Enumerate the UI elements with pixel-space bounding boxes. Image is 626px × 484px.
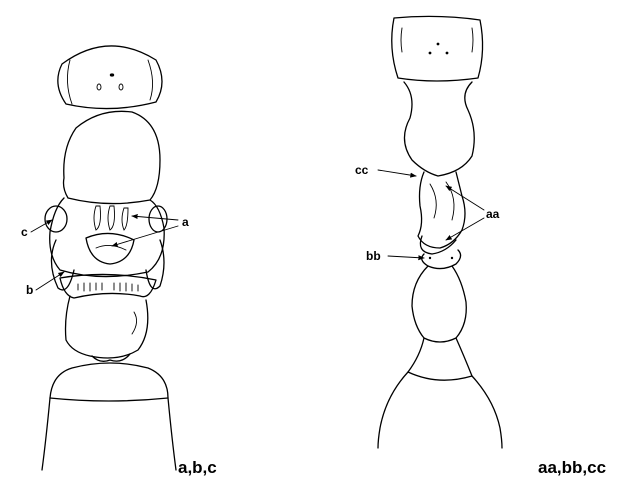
arrow-a-lower xyxy=(111,225,179,247)
arrow-bb xyxy=(387,255,425,261)
left-caption: a,b,c xyxy=(178,458,217,477)
label-cc: cc xyxy=(355,163,369,177)
left-gaster xyxy=(41,362,177,471)
right-caption: aa,bb,cc xyxy=(538,458,606,477)
right-postpetiole xyxy=(411,265,467,343)
label-aa: aa xyxy=(486,207,500,221)
left-metathorax xyxy=(59,273,157,299)
arrow-a-upper xyxy=(131,213,179,221)
arrow-aa-upper xyxy=(445,185,485,211)
left-head xyxy=(57,45,163,110)
label-bb: bb xyxy=(366,249,381,263)
label-b: b xyxy=(26,283,33,297)
arrow-c xyxy=(30,219,53,233)
arrow-aa-lower xyxy=(445,217,485,241)
arrow-b xyxy=(35,271,65,291)
left-pronotum xyxy=(62,110,161,205)
arrow-cc xyxy=(377,169,417,178)
label-c: c xyxy=(21,225,28,239)
left-mesothorax xyxy=(44,197,168,291)
left-petiole xyxy=(91,353,131,362)
left-propodeum xyxy=(64,295,149,359)
left-specimen-dorsal-view: c a b a,b,c xyxy=(21,45,217,477)
right-mesosoma xyxy=(403,81,475,255)
right-gaster xyxy=(377,337,503,449)
right-head xyxy=(391,15,484,82)
label-a: a xyxy=(182,215,189,229)
right-specimen-lateral-view: cc aa bb aa,bb,cc xyxy=(355,15,606,477)
